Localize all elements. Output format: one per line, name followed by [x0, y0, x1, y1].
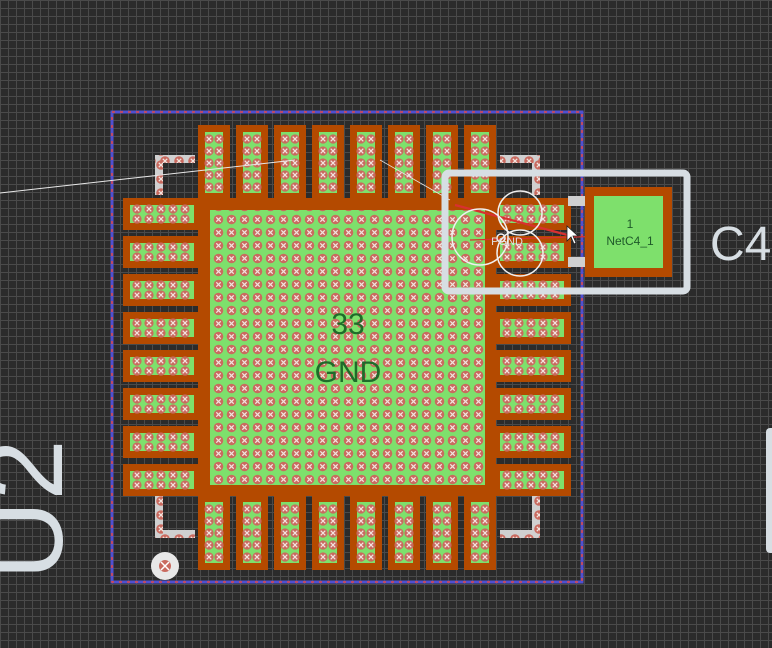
- pad-left-8[interactable]: [123, 464, 201, 496]
- pads-bottom: [198, 495, 496, 570]
- edge-footprint-outline: [766, 428, 772, 553]
- pads-left: [123, 198, 201, 496]
- c4-footprint[interactable]: 1 NetC4_1: [441, 169, 691, 295]
- center-thermal-pad[interactable]: [198, 198, 496, 496]
- pad-bottom-2[interactable]: [236, 495, 268, 570]
- u2-designator: U2: [0, 439, 86, 580]
- pad-top-3[interactable]: [274, 125, 306, 200]
- pad-right-5[interactable]: [493, 350, 571, 382]
- pad-left-2[interactable]: [123, 236, 201, 268]
- pad-bottom-6[interactable]: [388, 495, 420, 570]
- center-pad-number: 33: [331, 308, 364, 341]
- c4-pad-number: 1: [627, 217, 634, 231]
- pad-bottom-3[interactable]: [274, 495, 306, 570]
- pin1-marker-via: [151, 552, 179, 580]
- pad-right-8[interactable]: [493, 464, 571, 496]
- pad-left-3[interactable]: [123, 274, 201, 306]
- selection-circles: [451, 190, 544, 277]
- pad-left-6[interactable]: [123, 388, 201, 420]
- pad-left-7[interactable]: [123, 426, 201, 458]
- pad-bottom-1[interactable]: [198, 495, 230, 570]
- pad-top-5[interactable]: [350, 125, 382, 200]
- mouse-pointer-icon: [566, 225, 580, 245]
- pad-left-4[interactable]: [123, 312, 201, 344]
- pad-top-8[interactable]: [464, 125, 496, 200]
- pad-bottom-5[interactable]: [350, 495, 382, 570]
- pad-right-7[interactable]: [493, 426, 571, 458]
- pad-bottom-4[interactable]: [312, 495, 344, 570]
- pad-right-6[interactable]: [493, 388, 571, 420]
- pad-right-2[interactable]: [493, 236, 571, 268]
- pad-bottom-7[interactable]: [426, 495, 458, 570]
- pad-top-6[interactable]: [388, 125, 420, 200]
- pad-left-1[interactable]: [123, 198, 201, 230]
- pad-top-4[interactable]: [312, 125, 344, 200]
- pad-top-1[interactable]: [198, 125, 230, 200]
- pads-top: [198, 125, 496, 200]
- pgnd-net-label: PGND: [491, 236, 523, 248]
- courtyard-outline: [110, 110, 584, 584]
- c4-designator: C4: [710, 218, 771, 271]
- c4-pad-net: NetC4_1: [606, 234, 654, 248]
- pad-right-1[interactable]: [493, 198, 571, 230]
- pad-top-2[interactable]: [236, 125, 268, 200]
- center-pad-net: GND: [315, 356, 382, 389]
- pad-bottom-8[interactable]: [464, 495, 496, 570]
- pad-left-5[interactable]: [123, 350, 201, 382]
- pad-right-4[interactable]: [493, 312, 571, 344]
